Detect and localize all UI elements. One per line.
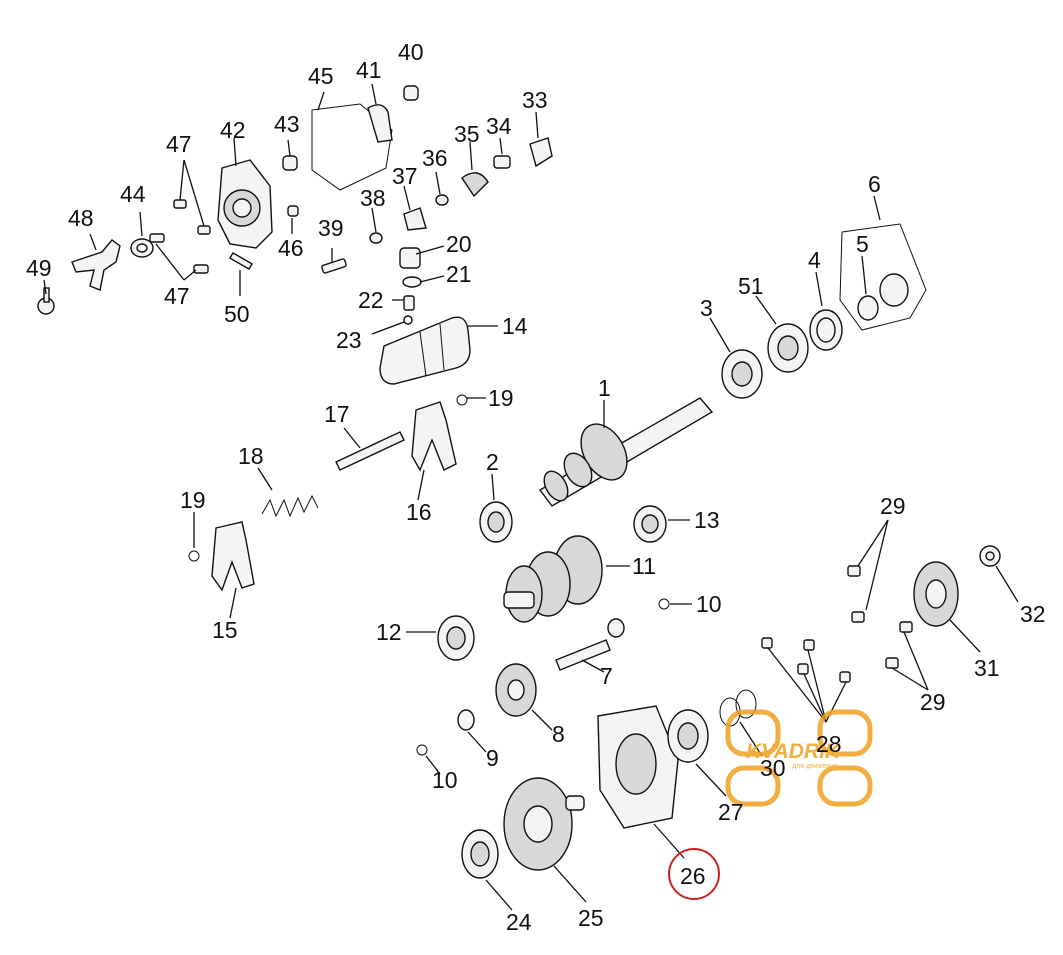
part-label: 7 bbox=[600, 663, 613, 689]
part-label: 47 bbox=[166, 131, 192, 157]
part-label: 35 bbox=[454, 121, 480, 147]
part-label: 8 bbox=[552, 721, 565, 747]
part-label: 6 bbox=[868, 171, 881, 197]
part-label: 19 bbox=[180, 487, 206, 513]
part-label: 19 bbox=[488, 385, 514, 411]
part-label: 36 bbox=[422, 145, 448, 171]
part-label: 17 bbox=[324, 401, 350, 427]
watermark-logo: KVADRIK для движения bbox=[725, 709, 873, 807]
part-label: 51 bbox=[738, 273, 764, 299]
part-label: 50 bbox=[224, 301, 250, 327]
part-label: 12 bbox=[376, 619, 402, 645]
part-label: 38 bbox=[360, 185, 386, 211]
part-label: 3 bbox=[700, 295, 713, 321]
part-label: 33 bbox=[522, 87, 548, 113]
part-label: 16 bbox=[406, 499, 432, 525]
part-label: 44 bbox=[120, 181, 146, 207]
part-label: 18 bbox=[238, 443, 264, 469]
leader-lines bbox=[43, 83, 1019, 911]
part-label: 24 bbox=[506, 909, 532, 935]
part-label: 11 bbox=[632, 553, 656, 579]
part-label: 30 bbox=[760, 755, 786, 781]
part-label: 48 bbox=[68, 205, 94, 231]
part-label: 42 bbox=[220, 117, 246, 143]
highlight-circle bbox=[668, 848, 720, 900]
part-label: 32 bbox=[1020, 601, 1046, 627]
part-label: 40 bbox=[398, 39, 424, 65]
watermark-tagline: для движения bbox=[792, 763, 838, 770]
watermark-brand: KVADRIK bbox=[746, 740, 842, 763]
part-label: 4 bbox=[808, 247, 821, 273]
part-label: 5 bbox=[856, 231, 869, 257]
part-label: 20 bbox=[446, 231, 472, 257]
part-label: 39 bbox=[318, 215, 344, 241]
part-label: 2 bbox=[486, 449, 499, 475]
part-label: 29 bbox=[880, 493, 906, 519]
part-label: 1 bbox=[598, 375, 611, 401]
part-label: 49 bbox=[26, 255, 52, 281]
part-label: 34 bbox=[486, 113, 512, 139]
part-label: 25 bbox=[578, 905, 604, 931]
part-label: 47 bbox=[164, 283, 190, 309]
part-label: 10 bbox=[696, 591, 722, 617]
part-labels: 1 2 3 4 5 6 7 8 9 10 10 11 12 13 14 15 1… bbox=[26, 39, 1046, 935]
part-label: 28 bbox=[816, 731, 842, 757]
part-label: 10 bbox=[432, 767, 458, 793]
part-label: 41 bbox=[356, 57, 382, 83]
part-label: 21 bbox=[446, 261, 472, 287]
part-label: 27 bbox=[718, 799, 744, 825]
part-label: 23 bbox=[336, 327, 362, 353]
part-label: 22 bbox=[358, 287, 384, 313]
part-label: 13 bbox=[694, 507, 720, 533]
part-label: 31 bbox=[974, 655, 1000, 681]
part-label: 29 bbox=[920, 689, 946, 715]
part-label: 46 bbox=[278, 235, 304, 261]
part-label: 9 bbox=[486, 745, 499, 771]
part-label: 26 bbox=[680, 863, 706, 889]
part-label: 45 bbox=[308, 63, 334, 89]
part-label: 15 bbox=[212, 617, 238, 643]
part-label: 43 bbox=[274, 111, 300, 137]
parts-drawing bbox=[37, 85, 1001, 879]
part-label: 37 bbox=[392, 163, 418, 189]
part-label: 14 bbox=[502, 313, 528, 339]
